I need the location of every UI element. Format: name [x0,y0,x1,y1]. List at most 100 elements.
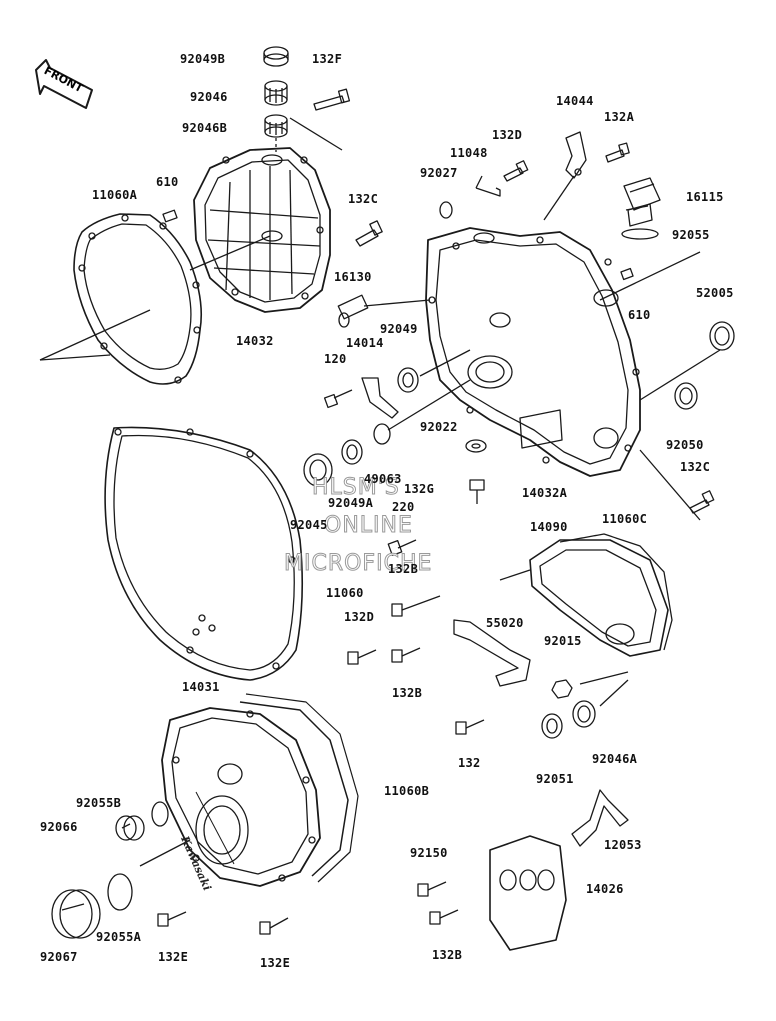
part-label-92046[interactable]: 92046 [190,90,228,104]
part-label-55020[interactable]: 55020 [486,616,524,630]
part-label-92055a[interactable]: 92055A [96,930,142,944]
part-label-132e-left[interactable]: 132E [158,950,189,964]
part-label-16115[interactable]: 16115 [686,190,724,204]
part-label-16130[interactable]: 16130 [334,270,372,284]
plug-16130 [337,294,369,328]
part-label-11060c[interactable]: 11060C [602,512,648,526]
part-label-610-right[interactable]: 610 [628,308,651,322]
part-label-11060a[interactable]: 11060A [92,188,138,202]
part-label-92046b[interactable]: 92046B [182,121,228,135]
part-label-132b-low[interactable]: 132B [392,686,423,700]
cover-14031 [161,707,321,887]
part-label-132[interactable]: 132 [458,756,481,770]
part-label-92067[interactable]: 92067 [40,950,78,964]
cover-14090 [529,539,669,657]
part-label-92049b[interactable]: 92049B [180,52,226,66]
part-label-92055b[interactable]: 92055B [76,796,122,810]
bolt-132b-bottom [429,909,459,925]
bolt-132b-low [391,647,421,663]
part-label-11048[interactable]: 11048 [450,146,488,160]
cover-14032a [425,227,721,521]
guide-14026 [489,835,567,951]
dowel-610-left [162,209,178,223]
bolt-120 [323,389,353,409]
dowel-610-right [620,267,634,281]
part-label-92027[interactable]: 92027 [420,166,458,180]
part-label-14032a[interactable]: 14032A [522,486,568,500]
part-label-14032[interactable]: 14032 [236,334,274,348]
bolt-92150 [417,881,447,897]
part-label-120[interactable]: 120 [324,352,347,366]
part-label-52005[interactable]: 52005 [696,286,734,300]
lever-12053 [571,789,629,847]
plug-92066 [115,815,145,841]
part-label-12053[interactable]: 12053 [604,838,642,852]
oring-92055b [151,801,169,827]
watermark-line-1: HLSM'S [312,475,400,500]
part-label-92150[interactable]: 92150 [410,846,448,860]
part-label-14090[interactable]: 14090 [530,520,568,534]
part-label-610-left[interactable]: 610 [156,175,179,189]
bearing-92046a [572,700,596,728]
bearing-92046 [264,80,288,106]
bolt-132e-left [157,911,187,927]
washer-92027 [439,201,453,219]
gasket-11060c [559,533,673,651]
seal-92050 [674,382,698,410]
bearing-92049a [341,439,363,465]
part-label-92051[interactable]: 92051 [536,772,574,786]
bolt-132b-mid [387,539,417,556]
part-label-132d-top[interactable]: 132D [492,128,523,142]
bolt-132 [455,719,485,735]
part-label-92015[interactable]: 92015 [544,634,582,648]
part-label-132a[interactable]: 132A [604,110,635,124]
bolt-132d-top [503,160,529,182]
part-label-132b-bottom[interactable]: 132B [432,948,463,962]
bolt-132-chain [347,649,377,665]
part-label-92049[interactable]: 92049 [380,322,418,336]
bearing-92045 [303,453,333,487]
watermark-line-3: MICROFICHE [283,551,433,576]
gasket-11060a [39,213,203,385]
oring-92055a [107,873,133,911]
gasket-11060 [104,426,304,681]
part-label-14014[interactable]: 14014 [346,336,384,350]
watermark-line-2: ONLINE [324,513,413,538]
lever-14014 [361,377,399,419]
seal-92051 [541,713,563,739]
part-label-132e-right[interactable]: 132E [260,956,291,970]
part-label-49063[interactable]: 49063 [364,472,402,486]
oring-92055 [621,228,659,240]
part-label-92055[interactable]: 92055 [672,228,710,242]
part-label-132b-mid[interactable]: 132B [388,562,419,576]
part-label-92066[interactable]: 92066 [40,820,78,834]
part-label-132c-right[interactable]: 132C [680,460,711,474]
bolt-132a [605,142,630,163]
clamp-11048 [475,175,501,197]
nut-92015 [551,679,573,699]
part-label-92045[interactable]: 92045 [290,518,328,532]
oilseal-92049 [397,367,419,393]
part-label-92046a[interactable]: 92046A [592,752,638,766]
gasket-11060b [239,693,359,883]
part-label-14026[interactable]: 14026 [586,882,624,896]
seal-52005 [709,321,735,351]
part-label-92049a[interactable]: 92049A [328,496,374,510]
bearing-92049b [263,46,289,67]
part-label-11060b[interactable]: 11060B [384,784,430,798]
part-label-132f[interactable]: 132F [312,52,343,66]
part-label-11060[interactable]: 11060 [326,586,364,600]
part-label-14044[interactable]: 14044 [556,94,594,108]
part-label-132g[interactable]: 132G [404,482,435,496]
bracket-55020 [453,619,531,687]
collar-49063 [373,423,391,445]
bolt-132e-right [259,917,289,935]
part-label-14031[interactable]: 14031 [182,680,220,694]
part-label-132c-top[interactable]: 132C [348,192,379,206]
part-label-220[interactable]: 220 [392,500,415,514]
part-label-92050[interactable]: 92050 [666,438,704,452]
part-label-132d-mid[interactable]: 132D [344,610,375,624]
bolt-132c-top [355,220,383,247]
cap-16115 [623,177,661,227]
part-label-92022[interactable]: 92022 [420,420,458,434]
